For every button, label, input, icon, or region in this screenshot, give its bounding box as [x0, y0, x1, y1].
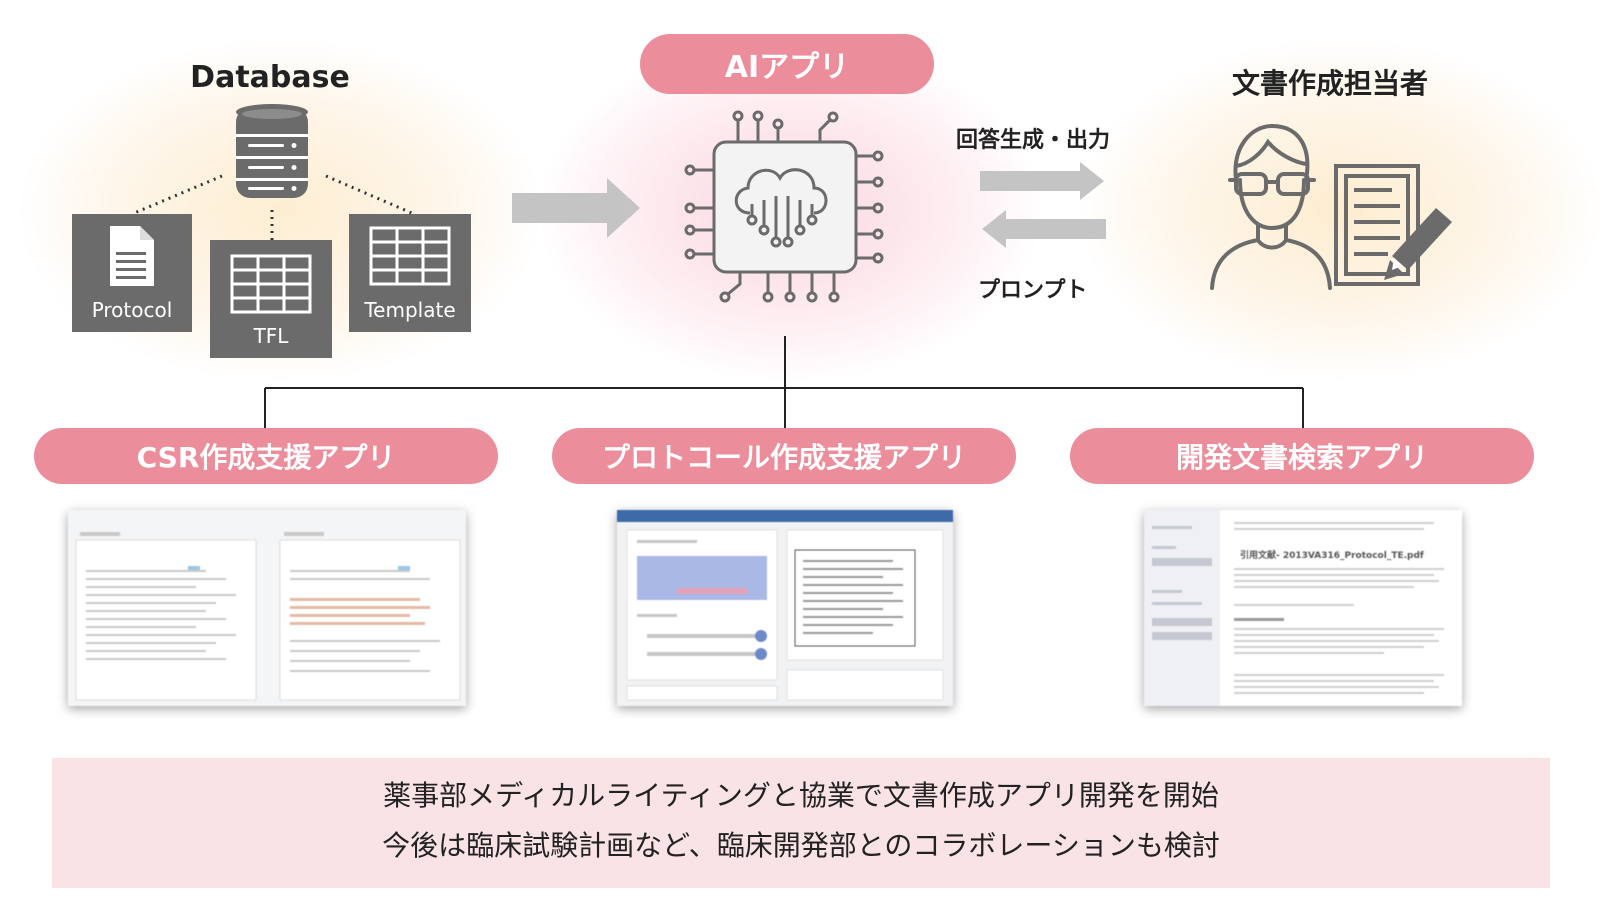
edit-document-icon	[1332, 162, 1462, 292]
template-card-label: Template	[364, 298, 456, 322]
protocol-card: Protocol	[72, 214, 192, 332]
tfl-card-label: TFL	[253, 324, 289, 348]
protocol-card-label: Protocol	[91, 298, 173, 322]
output-label: 回答生成・出力	[956, 128, 1111, 153]
prompt-label: プロンプト	[978, 278, 1088, 303]
protocol-app-screenshot	[617, 510, 953, 706]
database-title: Database	[190, 60, 350, 95]
tfl-card: TFL	[210, 240, 332, 358]
bottom-message-box: 薬事部メディカルライティングと協業で文書作成アプリ開発を開始 今後は臨床試験計画…	[52, 758, 1550, 888]
app-pill-search: 開発文書検索アプリ	[1070, 428, 1534, 484]
app-pill-csr: CSR作成支援アプリ	[34, 428, 498, 484]
person-icon	[1206, 120, 1336, 290]
app-pill-protocol: プロトコール作成支援アプリ	[552, 428, 1016, 484]
ai-app-title: AIアプリ	[640, 34, 934, 94]
search-app-screenshot: 引用文献- 2013VA316_Protocol_TE.pdf	[1144, 510, 1462, 706]
arrow-left-icon	[982, 210, 1106, 248]
arrow-right-icon	[980, 162, 1104, 200]
bottom-line-1: 薬事部メディカルライティングと協業で文書作成アプリ開発を開始	[383, 779, 1219, 812]
writer-glow	[1080, 40, 1600, 380]
arrow-right-icon	[512, 178, 640, 238]
search-shot-heading: 引用文献- 2013VA316_Protocol_TE.pdf	[1240, 551, 1424, 561]
document-icon	[106, 224, 158, 292]
csr-app-screenshot	[68, 510, 466, 706]
database-connectors	[131, 174, 415, 240]
writer-title: 文書作成担当者	[1231, 67, 1428, 100]
app-connectors	[264, 336, 1304, 428]
table-icon	[369, 226, 451, 290]
ai-chip-icon	[680, 108, 890, 308]
template-card: Template	[349, 214, 471, 332]
table-icon	[230, 254, 312, 318]
database-icon	[232, 102, 312, 202]
bottom-line-2: 今後は臨床試験計画など、臨床開発部とのコラボレーションも検討	[382, 829, 1220, 862]
